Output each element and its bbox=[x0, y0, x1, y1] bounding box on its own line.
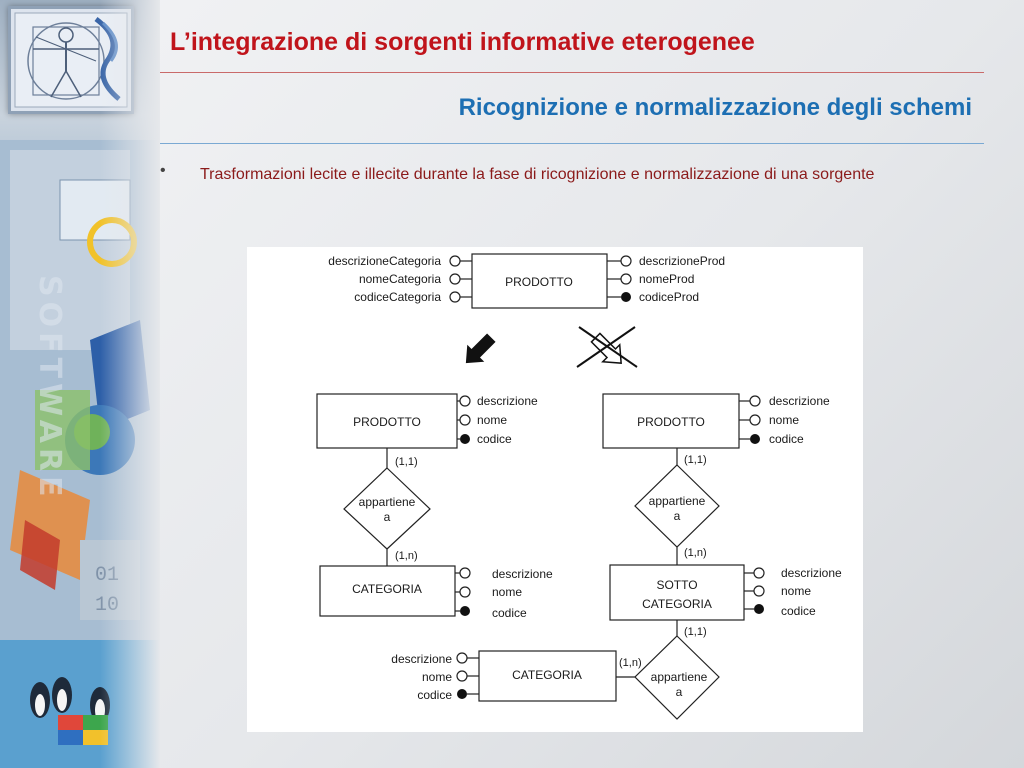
er-diagram: PRODOTTO descrizioneCategoria nomeCatego… bbox=[247, 247, 863, 732]
right-entity2-attr: nome bbox=[781, 584, 811, 598]
slide-title: L’integrazione di sorgenti informative e… bbox=[170, 28, 755, 56]
left-entity1-label: PRODOTTO bbox=[353, 415, 421, 429]
slide-subtitle: Ricognizione e normalizzazione degli sch… bbox=[458, 94, 972, 121]
right-entity2-attr: descrizione bbox=[781, 566, 842, 580]
top-left-attr: descrizioneCategoria bbox=[328, 254, 441, 268]
left-entity2-box bbox=[319, 565, 456, 617]
left-entity2-attr: descrizione bbox=[492, 567, 553, 581]
right-relation2-label: a bbox=[676, 685, 683, 699]
forbidden-cross-1 bbox=[578, 326, 638, 368]
left-entity2-label: CATEGORIA bbox=[352, 582, 422, 596]
right-entity3-attr: descrizione bbox=[391, 652, 452, 666]
left-relation-label: appartiene bbox=[359, 495, 416, 509]
forbidden-cross-2 bbox=[576, 326, 636, 368]
left-card1: (1,1) bbox=[395, 456, 418, 468]
right-relation2-label: appartiene bbox=[651, 670, 708, 684]
top-left-attr: nomeCategoria bbox=[359, 272, 441, 286]
right-card1: (1,1) bbox=[684, 454, 707, 466]
right-entity2-label: CATEGORIA bbox=[642, 597, 712, 611]
right-relation1-label: appartiene bbox=[649, 494, 706, 508]
bullet-marker: • bbox=[160, 162, 166, 179]
right-entity1-attr: nome bbox=[769, 413, 799, 427]
right-entity1-attr: codice bbox=[769, 432, 804, 446]
allowed-arrow bbox=[465, 333, 496, 364]
right-entity2-box bbox=[609, 564, 745, 621]
right-entity3-attr: codice bbox=[417, 688, 452, 702]
top-right-attr: nomeProd bbox=[639, 272, 694, 286]
right-entity3-label: CATEGORIA bbox=[512, 668, 582, 682]
top-right-attr: descrizioneProd bbox=[639, 254, 725, 268]
right-card3: (1,1) bbox=[684, 626, 707, 638]
subtitle-divider bbox=[160, 143, 984, 144]
bullet-text: Trasformazioni lecite e illecite durante… bbox=[200, 166, 875, 183]
right-relation1-label: a bbox=[674, 509, 681, 523]
top-right-attr: codiceProd bbox=[639, 290, 699, 304]
left-relation-label: a bbox=[384, 510, 391, 524]
left-entity1-attr: descrizione bbox=[477, 394, 538, 408]
title-divider bbox=[160, 72, 984, 73]
right-entity3-attr: nome bbox=[422, 670, 452, 684]
left-entity2-attr: nome bbox=[492, 585, 522, 599]
left-card2: (1,n) bbox=[395, 550, 418, 562]
top-entity-label: PRODOTTO bbox=[505, 275, 573, 289]
right-entity2-label: SOTTO bbox=[656, 578, 697, 592]
right-entity1-label: PRODOTTO bbox=[637, 415, 705, 429]
top-left-attr: codiceCategoria bbox=[354, 290, 441, 304]
left-entity2-attr: codice bbox=[492, 606, 527, 620]
right-card2: (1,n) bbox=[684, 547, 707, 559]
right-card4: (1,n) bbox=[619, 657, 642, 669]
right-entity1-attr: descrizione bbox=[769, 394, 830, 408]
right-entity2-attr: codice bbox=[781, 604, 816, 618]
top-entity-box bbox=[471, 253, 608, 309]
left-entity1-attr: codice bbox=[477, 432, 512, 446]
left-entity1-attr: nome bbox=[477, 413, 507, 427]
right-entity1-box bbox=[602, 393, 740, 449]
side-software-text: SOFTWARE bbox=[32, 275, 67, 502]
right-relation2-diamond bbox=[634, 635, 720, 720]
sidebar-decoration: 01 10 SOFTWARE bbox=[0, 0, 160, 768]
